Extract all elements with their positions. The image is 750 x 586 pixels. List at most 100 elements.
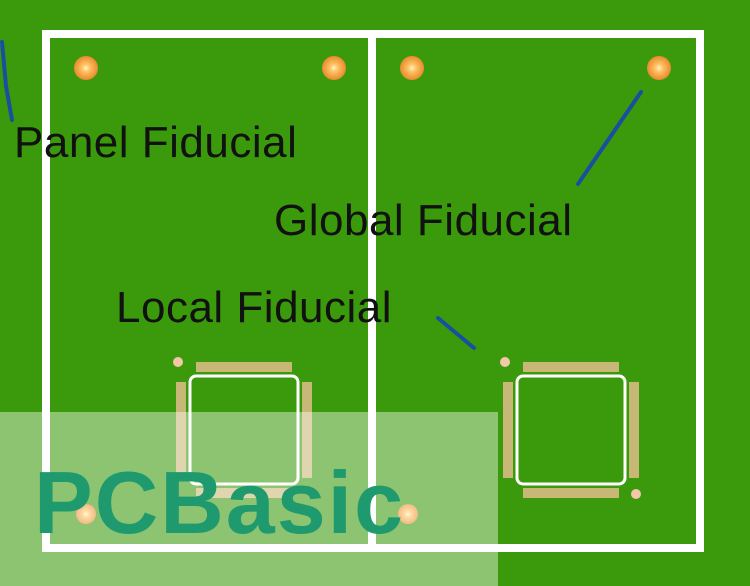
mouse-bite-dot <box>427 545 433 551</box>
local-fiducial-mark <box>631 489 641 499</box>
mouse-bite-dot <box>454 545 460 551</box>
pad-row-top <box>523 362 619 372</box>
fiducial-mark <box>76 504 96 524</box>
mouse-bite-dot <box>307 31 313 37</box>
local-fiducial-label: Local Fiducial <box>116 283 393 332</box>
mouse-bite-dot <box>445 545 451 551</box>
mouse-bite-dot <box>289 545 295 551</box>
mouse-bite-dot <box>369 274 375 280</box>
mouse-bite-dot <box>697 98 703 104</box>
mouse-bite-dot <box>697 247 703 253</box>
mouse-bite-dot <box>43 98 49 104</box>
pad-row-right <box>302 382 312 478</box>
mouse-bite-dot <box>43 465 49 471</box>
global-fiducial-leader <box>576 90 643 186</box>
mouse-bite-dot <box>369 265 375 271</box>
local-fiducial-mark <box>500 357 510 367</box>
panel-fiducial-leader <box>0 40 14 122</box>
mouse-bite-dot <box>619 31 625 37</box>
mouse-bite-dot <box>369 125 375 131</box>
mouse-bite-dot <box>697 465 703 471</box>
mouse-bite-dot <box>43 107 49 113</box>
fiducial-mark <box>647 56 671 80</box>
qfp-footprint-right <box>503 362 639 498</box>
pad-row-bottom <box>196 488 292 498</box>
mouse-bite-dot <box>697 483 703 489</box>
mouse-bite-dot <box>436 545 442 551</box>
pad-row-bottom <box>523 488 619 498</box>
mouse-bite-dot <box>697 265 703 271</box>
qfp-footprint-left <box>176 362 312 498</box>
mouse-bite-dot <box>697 89 703 95</box>
mouse-bite-dot <box>646 545 652 551</box>
mouse-bite-dot <box>369 283 375 289</box>
mouse-bite-dot <box>43 274 49 280</box>
mouse-bite-dot <box>369 247 375 253</box>
mouse-bite-dot <box>289 31 295 37</box>
mouse-bite-dot <box>101 31 107 37</box>
mouse-bite-dot <box>128 31 134 37</box>
mouse-bite-dot <box>43 501 49 507</box>
panel-fiducial-label: Panel Fiducial <box>14 118 298 167</box>
fiducial-mark <box>398 504 418 524</box>
mouse-bite-perforations <box>43 31 703 551</box>
mouse-bite-dot <box>43 89 49 95</box>
mouse-bite-dot <box>369 89 375 95</box>
mouse-bite-dot <box>110 545 116 551</box>
mouse-bite-dot <box>369 501 375 507</box>
mouse-bite-dot <box>369 492 375 498</box>
mouse-bite-dot <box>43 283 49 289</box>
leader-lines <box>0 40 643 350</box>
mouse-bite-dot <box>43 125 49 131</box>
mouse-bite-dot <box>697 274 703 280</box>
pad-row-right <box>629 382 639 478</box>
mouse-bite-dot <box>43 116 49 122</box>
watermark-logo: PCBasic <box>34 453 406 552</box>
fiducial-mark <box>400 56 424 80</box>
mouse-bite-dot <box>637 31 643 37</box>
global-fiducial-label: Global Fiducial <box>274 196 573 245</box>
mouse-bite-dot <box>316 31 322 37</box>
mouse-bite-dot <box>697 125 703 131</box>
mouse-bite-dot <box>697 501 703 507</box>
mouse-bite-dot <box>436 31 442 37</box>
mouse-bite-dot <box>427 31 433 37</box>
fiducial-mark <box>322 56 346 80</box>
mouse-bite-dot <box>43 492 49 498</box>
mouse-bite-dot <box>307 545 313 551</box>
mouse-bite-dot <box>43 483 49 489</box>
mouse-bite-dot <box>369 107 375 113</box>
mouse-bite-dot <box>697 116 703 122</box>
fiducial-mark <box>74 56 98 80</box>
mouse-bite-dot <box>619 545 625 551</box>
mouse-bite-dot <box>369 483 375 489</box>
pad-row-left <box>503 382 513 478</box>
mouse-bite-dot <box>119 545 125 551</box>
fiducial-markers <box>74 56 671 524</box>
mouse-bite-dot <box>316 545 322 551</box>
mouse-bite-dot <box>454 31 460 37</box>
mouse-bite-dot <box>697 492 703 498</box>
mouse-bite-dot <box>628 31 634 37</box>
mouse-bite-dot <box>369 474 375 480</box>
mouse-bite-dot <box>43 265 49 271</box>
watermark-overlay <box>0 412 498 586</box>
mouse-bite-dot <box>43 474 49 480</box>
mouse-bite-dot <box>697 107 703 113</box>
mouse-bite-dot <box>697 283 703 289</box>
mouse-bite-dot <box>628 545 634 551</box>
local-fiducial-leader <box>436 316 476 350</box>
pad-row-top <box>196 362 292 372</box>
mouse-bite-dot <box>369 98 375 104</box>
mouse-bite-dot <box>637 545 643 551</box>
mouse-bite-dot <box>298 545 304 551</box>
mouse-bite-dot <box>369 116 375 122</box>
mouse-bite-dot <box>369 256 375 262</box>
board-outline-horizontal <box>46 30 700 552</box>
pad-row-left <box>176 382 186 478</box>
mouse-bite-dot <box>369 465 375 471</box>
mouse-bite-dot <box>43 247 49 253</box>
mouse-bite-dot <box>119 31 125 37</box>
mouse-bite-dot <box>128 545 134 551</box>
